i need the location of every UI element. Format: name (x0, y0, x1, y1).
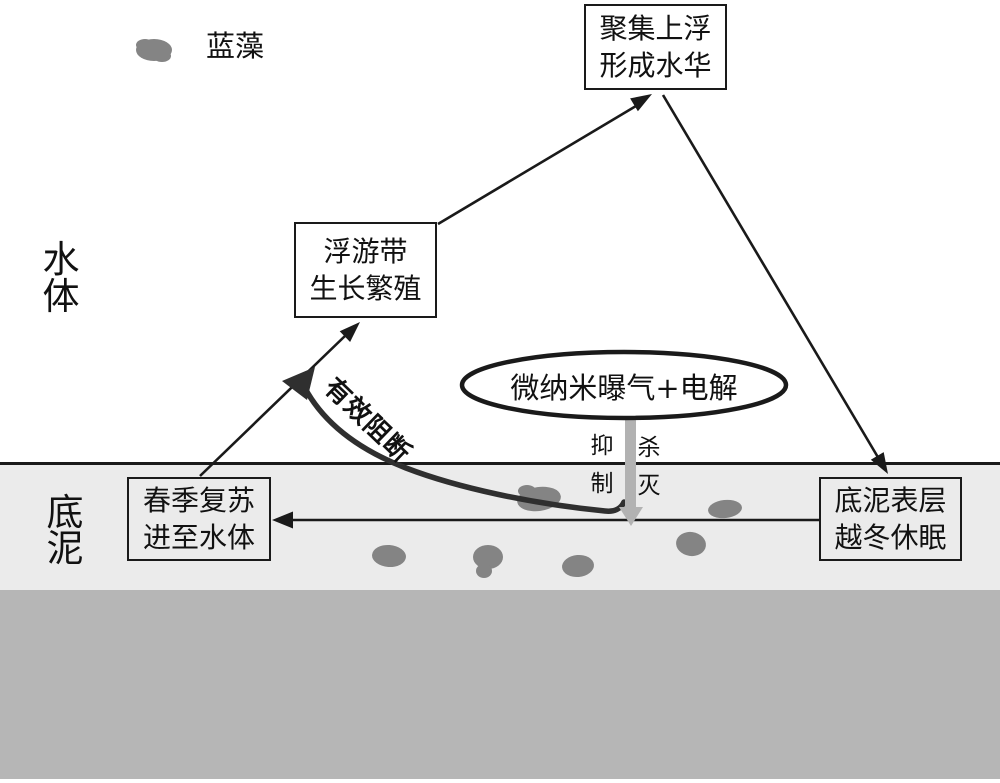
arrow-plankton-to-bloom (437, 94, 652, 226)
node-spring-line1: 春季复苏 (142, 484, 255, 517)
kill-label: 杀灭 (637, 435, 661, 499)
intervention-device-label: 微纳米曝气+电解 (510, 371, 738, 405)
deep-sediment-band (0, 590, 1000, 779)
block-arrowhead (282, 367, 315, 400)
algae-legend-icon (136, 39, 154, 51)
algae-legend-icon (153, 50, 171, 62)
node-winter-dormancy: 底泥表层 越冬休眠 (819, 477, 962, 561)
intervention-ellipse (459, 349, 789, 421)
node-bloom-line2: 形成水华 (599, 49, 712, 82)
sediment-zone-label: 底泥 (46, 491, 84, 570)
algae-blob (372, 544, 406, 568)
node-plankton-growth: 浮游带 生长繁殖 (294, 222, 437, 318)
block-curve (282, 367, 627, 514)
algae-blob (708, 499, 742, 519)
inhibit-label: 抑制 (590, 433, 614, 497)
algae-blob (473, 545, 503, 569)
node-bloom: 聚集上浮 形成水华 (584, 4, 727, 90)
algae-blob (518, 485, 536, 497)
water-zone-label: 水体 (42, 238, 80, 318)
sediment-surface-layer (0, 464, 1000, 590)
node-plankton-line2: 生长繁殖 (309, 272, 422, 305)
algae-blob (676, 531, 706, 557)
node-plankton-line1: 浮游带 (323, 235, 408, 268)
arrow-dormancy-to-spring (272, 511, 820, 529)
algae-blob (476, 564, 492, 578)
algae-blob (562, 554, 594, 578)
node-bloom-line1: 聚集上浮 (599, 12, 712, 45)
node-dormant-line2: 越冬休眠 (834, 521, 947, 554)
aeration-arrow (619, 416, 643, 526)
node-spring-revival: 春季复苏 进至水体 (127, 477, 271, 561)
node-dormant-line1: 底泥表层 (834, 484, 947, 517)
node-spring-line2: 进至水体 (142, 521, 255, 554)
arrow-bloom-to-dormancy (661, 94, 888, 474)
legend-algae-label: 蓝藻 (206, 29, 265, 63)
arrow-spring-to-plankton (199, 322, 360, 477)
algae-blob-group (136, 39, 742, 578)
